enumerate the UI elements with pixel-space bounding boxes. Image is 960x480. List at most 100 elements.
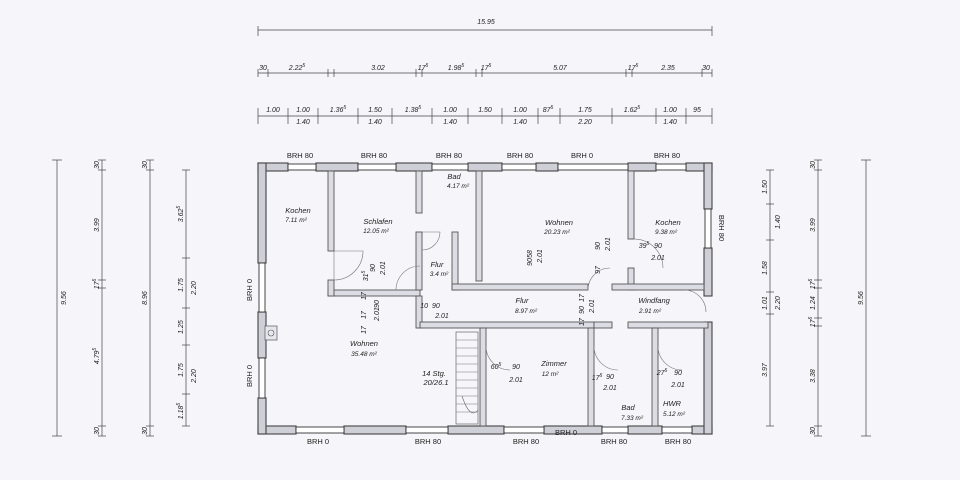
door-dim-wohnen-top-201: 2.01 <box>537 249 544 264</box>
door-dim-zimmer-90: 90 <box>512 364 520 371</box>
brh-bottom-2: BRH 80 <box>415 437 441 446</box>
brh-top-2: BRH 80 <box>361 151 387 160</box>
left-dimensions: 9.56 30 3.99 175 4.795 30 30 8.96 30 3.6… <box>52 159 198 437</box>
brh-top-5: BRH 0 <box>571 151 593 160</box>
dim-left1-b: 3.99 <box>94 218 101 232</box>
top-dimension-chain-2: 1.00 1.00 1.365 1.50 1.385 1.00 1.50 1.0… <box>257 105 713 126</box>
brh-top-4: BRH 80 <box>507 151 533 160</box>
right-total-label: 9.56 <box>858 291 865 305</box>
dim-right1-b: 1.58 <box>762 261 769 275</box>
brh-bottom-4: BRH 80 <box>601 437 627 446</box>
dim-right2-a: 1.40 <box>775 215 782 229</box>
dim-top3-f: 1.40 <box>663 119 677 126</box>
door-dim-flur-201: 2.01 <box>434 313 449 320</box>
door-dim-hwr-90: 90 <box>674 370 682 377</box>
door-dim-windfang-201: 2.01 <box>589 299 596 314</box>
room-kochen-left-name: Kochen <box>285 206 310 215</box>
door-dim-kochen-90: 90 <box>595 242 602 250</box>
door-dim-17e: 17 <box>579 317 586 326</box>
room-flur-small-area: 3.4 m² <box>430 271 449 278</box>
brh-top-1: BRH 80 <box>287 151 313 160</box>
dim-left2-a: 30 <box>142 161 149 169</box>
dim-top2-l: 1.00 <box>663 107 677 114</box>
door-dim-bad-201: 2.01 <box>602 385 617 392</box>
room-flur-small-name: Flur <box>431 260 444 269</box>
dim-left4-b: 2.20 <box>191 369 198 384</box>
dim-top3-e: 2.20 <box>577 119 592 126</box>
brh-left-1: BRH 0 <box>245 279 254 301</box>
dim-top2-a: 1.00 <box>266 107 280 114</box>
dim-top1-d: 3.02 <box>371 65 385 72</box>
room-bad-bottom-name: Bad <box>621 403 635 412</box>
stairs-label: 14 Stg. <box>422 369 446 378</box>
dim-top2-i: 875 <box>543 105 554 114</box>
dim-top2-m: 95 <box>693 107 701 114</box>
brh-top-6: BRH 80 <box>654 151 680 160</box>
door-dim-97: 97 <box>595 265 602 274</box>
left-total-label: 9.56 <box>61 291 68 305</box>
dim-top2-b: 1.00 <box>296 107 310 114</box>
dim-right1-a: 1.50 <box>762 180 769 194</box>
dim-top3-d: 1.40 <box>513 119 527 126</box>
dim-top1-k: 30 <box>702 65 710 72</box>
brh-bottom-5: BRH 80 <box>665 437 691 446</box>
dim-top2-g: 1.50 <box>478 107 492 114</box>
door-dim-schlafen-201: 2.01 <box>380 261 387 276</box>
dim-top1-b: 2.225 <box>288 63 306 72</box>
windows <box>258 163 712 434</box>
room-kochen-left-area: 7.11 m² <box>285 217 307 224</box>
top-dimension-chain-1: 30 2.225 175 3.02 1.985 175 5.07 175 2.3… <box>257 63 713 77</box>
room-zimmer-name: Zimmer <box>540 359 567 368</box>
overall-width-dimension: 15.95 <box>257 19 713 36</box>
room-schlafen-area: 12.05 m² <box>363 228 389 235</box>
dim-right1-c: 1.01 <box>762 296 769 310</box>
door-dim-wohnen-201: 2.01 <box>374 307 381 322</box>
room-kochen-right-area: 9.38 m² <box>655 229 678 236</box>
dim-right3-b: 3.99 <box>810 218 817 232</box>
dim-top3-b: 1.40 <box>368 119 382 126</box>
door-dim-windfang-90: 90 <box>579 306 586 314</box>
door-dim-bad-90: 90 <box>606 374 614 381</box>
door-dim-wohnen-90: 90 <box>374 300 381 308</box>
room-bad-bottom-area: 7.33 m² <box>621 415 644 422</box>
brh-bottom-1: BRH 0 <box>307 437 329 446</box>
room-schlafen-name: Schlafen <box>363 217 392 226</box>
dim-right1-d: 3.97 <box>762 362 769 377</box>
door-dim-58: 58 <box>527 250 534 258</box>
room-zimmer-area: 12 m² <box>542 371 559 378</box>
door-dim-kochen-r-201: 2.01 <box>650 255 665 262</box>
room-hwr-name: HWR <box>663 399 681 408</box>
door-dim-zimmer-201: 2.01 <box>508 377 523 384</box>
room-hwr-area: 5.12 m² <box>663 411 686 418</box>
staircase: 14 Stg. 20/26.1 <box>422 331 479 425</box>
dim-top3-a: 1.40 <box>296 119 310 126</box>
dim-left1-e: 30 <box>94 427 101 435</box>
door-dim-27: 275 <box>656 368 668 377</box>
dim-right3-e: 175 <box>808 316 817 327</box>
room-windfang-name: Windfang <box>638 296 670 305</box>
dim-top2-f: 1.00 <box>443 107 457 114</box>
dim-left4-a: 2.20 <box>191 281 198 296</box>
brh-labels: BRH 80 BRH 80 BRH 80 BRH 80 BRH 0 BRH 80… <box>245 151 726 446</box>
room-wohnen-big-area: 35.48 m² <box>351 351 377 358</box>
dim-top2-d: 1.50 <box>368 107 382 114</box>
dim-top2-c: 1.365 <box>330 105 347 114</box>
door-dim-17a: 17 <box>361 291 368 300</box>
door-dim-17c: 17 <box>361 325 368 334</box>
door-dim-wohnen-top-90: 90 <box>527 258 534 266</box>
dim-left1-d: 4.795 <box>92 348 101 365</box>
dim-top1-g: 175 <box>481 63 492 72</box>
door-dim-39: 395 <box>639 241 650 250</box>
brh-top-3: BRH 80 <box>436 151 462 160</box>
dim-top2-k: 1.625 <box>624 105 641 114</box>
dim-right3-a: 30 <box>810 161 817 169</box>
door-dim-31: 315 <box>361 270 370 281</box>
dim-right3-f: 3.38 <box>810 369 817 383</box>
dim-right2-b: 2.20 <box>775 296 782 311</box>
dim-right3-g: 30 <box>810 427 817 435</box>
stairs-ratio: 20/26.1 <box>422 378 448 387</box>
door-dim-schlafen-90: 90 <box>370 264 377 272</box>
